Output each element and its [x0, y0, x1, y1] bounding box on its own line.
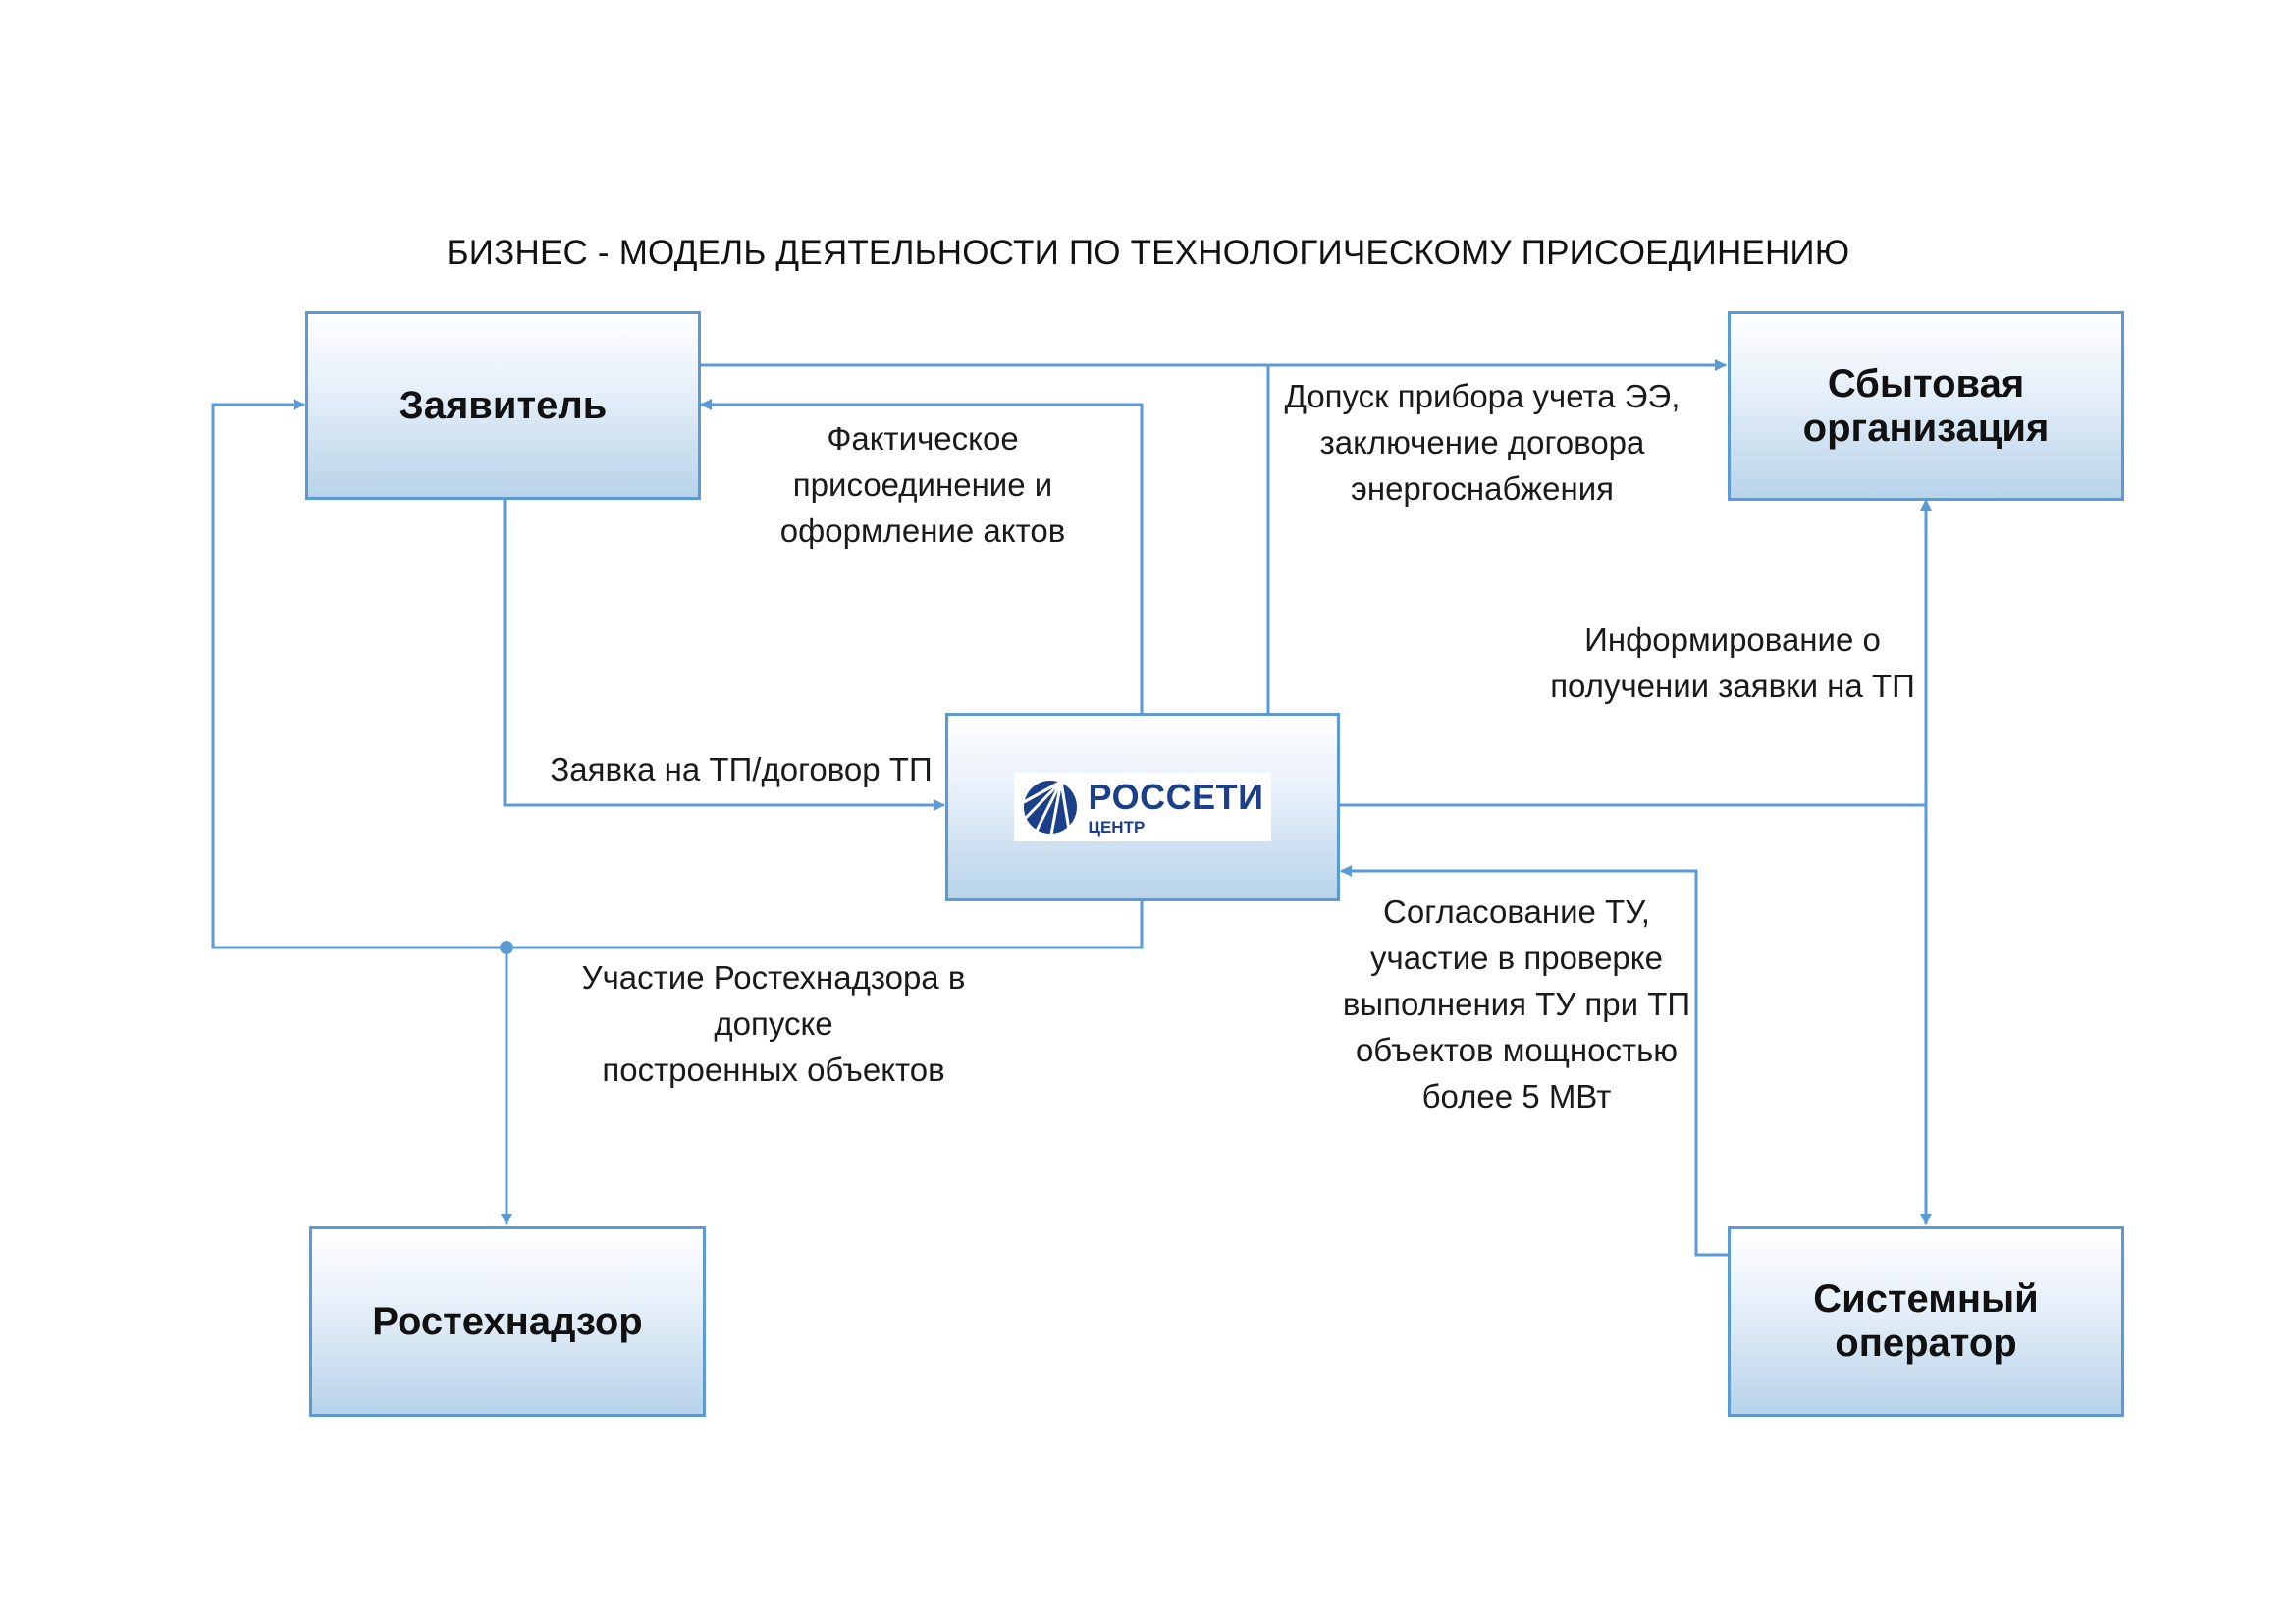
arrow-tu-approval — [1340, 865, 1738, 1261]
sales-org-label: Сбытовая организация — [1802, 361, 2050, 450]
label-application: Заявка на ТП/договор ТП — [550, 751, 933, 787]
label-rostekhnadzor-participation: Участие Ростехнадзора в допуске построен… — [581, 959, 966, 1088]
applicant-box: Заявитель — [305, 311, 701, 500]
arrow-loop-to-applicant — [211, 399, 1144, 949]
label-actual-connection: Фактическое присоединение и оформление а… — [779, 420, 1066, 549]
center-box: РОССЕТИ ЦЕНТР — [945, 713, 1340, 901]
arrow-center-to-applicant — [700, 399, 1144, 713]
rostekhnadzor-label: Ростехнадзор — [372, 1299, 643, 1343]
label-informing: Информирование о получении заявки на ТП — [1550, 622, 1915, 704]
diagram-title: БИЗНЕС - МОДЕЛЬ ДЕЯТЕЛЬНОСТИ ПО ТЕХНОЛОГ… — [446, 234, 1850, 272]
logo-main-text: РОССЕТИ — [1088, 776, 1264, 817]
label-meter-admission: Допуск прибора учета ЭЭ, заключение дого… — [1284, 378, 1681, 507]
arrow-applicant-center — [499, 488, 945, 811]
sales-org-box: Сбытовая организация — [1728, 311, 2124, 501]
junction-dot — [500, 941, 513, 954]
rosseti-logo: РОССЕТИ ЦЕНТР — [1013, 773, 1272, 841]
label-tu-approval: Согласование ТУ, участие в проверке выпо… — [1342, 893, 1691, 1114]
applicant-label: Заявитель — [399, 383, 608, 427]
rosseti-globe-icon — [1022, 780, 1077, 836]
rostekhnadzor-box: Ростехнадзор — [309, 1226, 706, 1417]
system-operator-label: Системный оператор — [1813, 1277, 2039, 1365]
system-operator-box: Системный оператор — [1728, 1226, 2124, 1417]
logo-sub-text: ЦЕНТР — [1088, 817, 1146, 837]
